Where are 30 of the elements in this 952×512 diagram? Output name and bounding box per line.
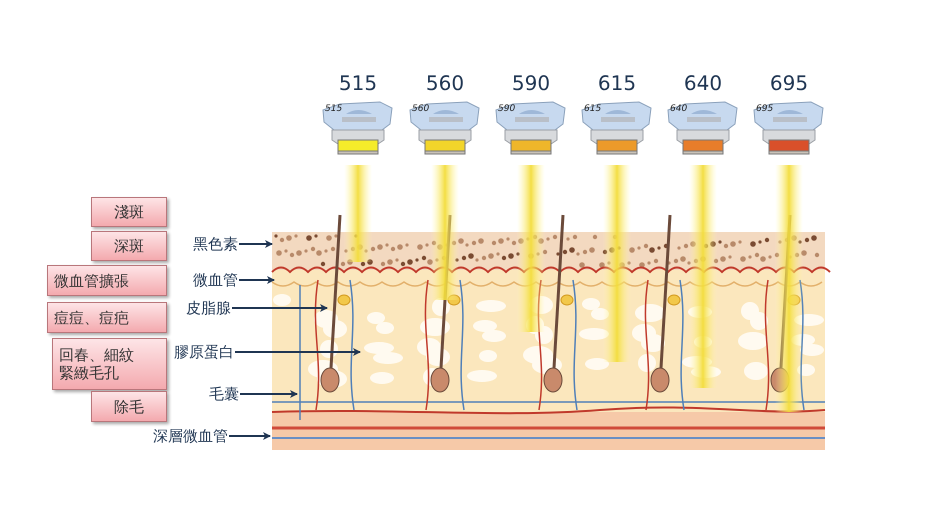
filter-label: 615 (584, 104, 602, 114)
leader-arrow (239, 240, 273, 248)
leader-arrow (239, 276, 275, 284)
filter-label: 590 (498, 104, 516, 114)
treatment-tag: 除毛 (91, 391, 167, 422)
layer-label: 黑色素 (193, 235, 238, 253)
treatment-tag: 深斑 (91, 231, 167, 261)
treatment-tag: 淺斑 (91, 197, 167, 227)
leader-arrow (240, 390, 298, 398)
treatment-tag: 痘痘、痘疤 (47, 302, 167, 333)
filter-label: 640 (670, 104, 688, 114)
filter-label: 560 (412, 104, 430, 114)
wavelength-label: 640 (682, 72, 724, 94)
treatment-tag: 微血管擴張 (47, 265, 167, 296)
treatment-tag: 回春、細紋緊緻毛孔 (52, 338, 167, 390)
wavelength-label: 615 (596, 72, 638, 94)
layer-label: 微血管 (193, 271, 238, 289)
filter-label: 515 (325, 104, 342, 114)
wavelength-label: 590 (510, 72, 552, 94)
leader-arrow (229, 432, 271, 440)
wavelength-label: 695 (768, 72, 810, 94)
layer-label: 皮脂腺 (186, 299, 231, 317)
wavelength-label: 560 (424, 72, 466, 94)
layer-label: 膠原蛋白 (174, 343, 234, 361)
filter-label: 695 (756, 104, 774, 114)
layer-label: 深層微血管 (153, 427, 228, 445)
layer-label: 毛囊 (209, 385, 239, 403)
leader-arrow (235, 348, 361, 356)
leader-arrow (232, 304, 328, 312)
wavelength-label: 515 (338, 72, 378, 94)
